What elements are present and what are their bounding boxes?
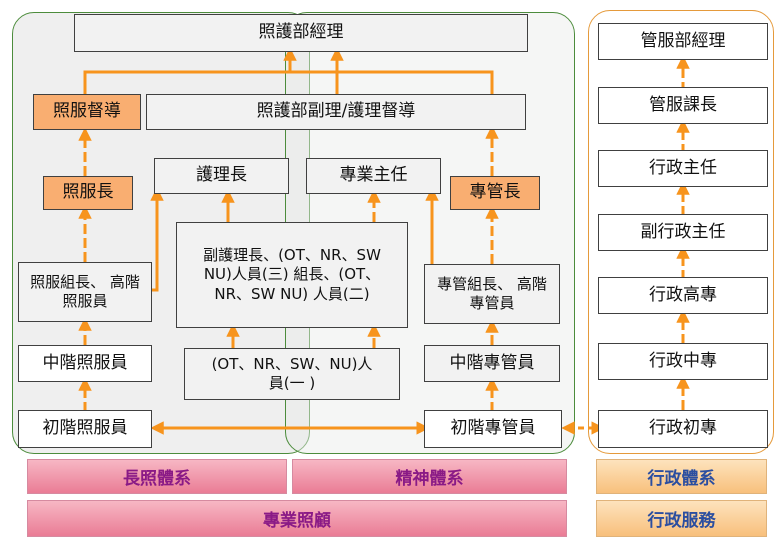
care-head-box: 照服長 <box>43 176 133 210</box>
deputy-admin-director-box: 副行政主任 <box>598 214 768 251</box>
deputy-head-group-leader-box: 副護理長、(OT、NR、SW NU)人員(三) 組長、(OT、NR、SW NU)… <box>176 222 408 328</box>
professional-care-band: 專業照顧 <box>27 500 567 537</box>
admin-mid-specialist-box: 行政中專 <box>598 343 768 380</box>
junior-care-worker-box: 初階照服員 <box>18 410 152 448</box>
junior-case-manager-box: 初階專管員 <box>424 410 562 448</box>
mid-care-worker-box: 中階照服員 <box>18 345 152 382</box>
admin-senior-specialist-box: 行政高專 <box>598 277 768 314</box>
admin-dept-manager-box: 管服部經理 <box>598 23 768 60</box>
professional-director-box: 專業主任 <box>306 158 441 194</box>
admin-junior-specialist-box: 行政初專 <box>598 410 768 448</box>
care-dept-manager-box: 照護部經理 <box>74 14 528 52</box>
care-group-leader-box: 照服組長、 高階照服員 <box>18 262 152 322</box>
case-mgmt-head-box: 專管長 <box>450 176 540 210</box>
admin-director-box: 行政主任 <box>598 150 768 187</box>
deputy-manager-box: 照護部副理/護理督導 <box>146 94 526 130</box>
head-nurse-box: 護理長 <box>154 158 289 194</box>
mid-case-manager-box: 中階專管員 <box>424 345 560 382</box>
case-group-leader-box: 專管組長、 高階專管員 <box>424 264 560 324</box>
administration-band: 行政體系 <box>596 459 767 494</box>
staff-level-one-box: (OT、NR、SW、NU)人 員(一 ) <box>184 348 400 400</box>
mental-health-band: 精神體系 <box>292 459 567 494</box>
admin-service-band: 行政服務 <box>596 500 767 537</box>
long-term-care-band: 長照體系 <box>27 459 287 494</box>
care-supervisor-box: 照服督導 <box>33 94 141 130</box>
admin-section-chief-box: 管服課長 <box>598 87 768 124</box>
